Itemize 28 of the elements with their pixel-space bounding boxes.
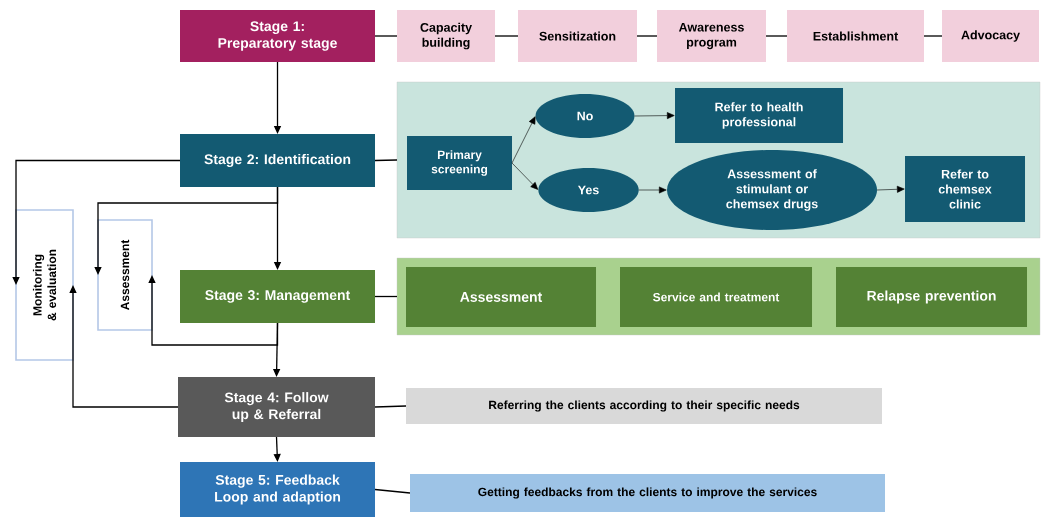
process-box: Relapse prevention	[836, 267, 1027, 327]
arrow	[12, 159, 181, 285]
stage-box: Stage 5: Feedback Loop and adaption	[180, 462, 375, 517]
process-box: Service and treatment	[620, 267, 812, 327]
process-box: Primary screening	[407, 136, 512, 190]
process-box: Refer to health professional	[675, 88, 843, 143]
arrow	[273, 436, 281, 462]
process-box: Referring the clients according to their specific needs	[406, 388, 882, 424]
stage-box: Stage 3: Management	[180, 270, 375, 323]
arrow	[511, 116, 536, 164]
activity-box: Establishment	[787, 10, 924, 62]
process-box: Assessment	[406, 267, 596, 327]
activity-box: Advocacy	[942, 10, 1039, 62]
vertical-box: Monitoring & evaluation	[15, 209, 74, 361]
arrow	[634, 112, 675, 119]
arrow	[638, 186, 667, 194]
process-box: Refer to chemsex clinic	[905, 156, 1025, 222]
stage-box: Stage 4: Follow up & Referral	[178, 377, 375, 437]
arrow	[876, 185, 905, 193]
activity-box: Awareness program	[657, 10, 766, 62]
process-box: Getting feedbacks from the clients to improve the services	[410, 474, 885, 512]
arrow	[511, 162, 539, 190]
activity-box: Capacity building	[397, 10, 495, 62]
arrow	[69, 285, 179, 408]
stage-box: Stage 2: Identification	[180, 134, 375, 187]
stage-box: Stage 1: Preparatory stage	[180, 10, 375, 62]
activity-box: Sensitization	[518, 10, 637, 62]
vertical-box: Assessment	[97, 219, 153, 331]
